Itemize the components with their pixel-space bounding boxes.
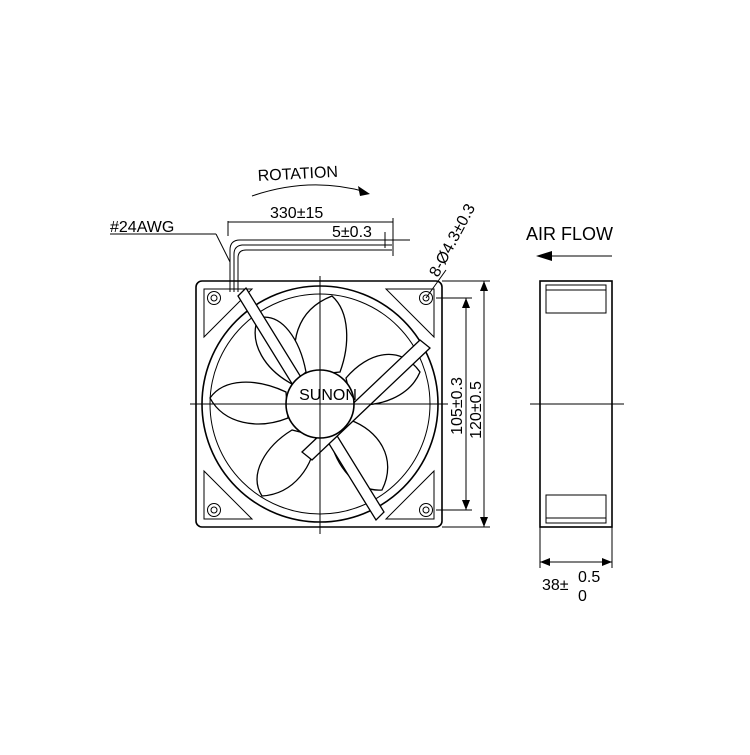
wire-leader-line (215, 233, 231, 263)
side-flange-bottom (545, 494, 607, 524)
dim-arrowhead (462, 298, 470, 308)
corner-pocket (203, 469, 254, 520)
hole-spec-label: 8-Ø4.3±0.3 (427, 201, 480, 280)
wire (229, 239, 392, 292)
side-view: AIR FLOW 38± 0.5 0 (526, 224, 624, 605)
blade (256, 429, 317, 497)
dim-arrowhead (480, 281, 488, 291)
mounting-hole (419, 291, 433, 305)
front-view: SUNON (190, 276, 448, 534)
frame-size-label: 120±0.5 (468, 381, 485, 439)
thickness-label: 38± (542, 577, 569, 594)
lead-wires (110, 218, 410, 292)
dim-arrowhead (462, 500, 470, 510)
rotation-arrowhead (358, 186, 370, 196)
hole-leader-line (425, 269, 447, 299)
mounting-hole-inner (422, 294, 430, 302)
vertical-dimensions: 105±0.3 120±0.5 (436, 280, 490, 528)
corner-pocket (384, 469, 435, 520)
hole-pitch-label: 105±0.3 (449, 377, 466, 435)
mounting-hole (207, 291, 221, 305)
dim-arrowhead (480, 517, 488, 527)
dim-arrowhead (540, 558, 550, 566)
brand-label: SUNON (299, 387, 357, 404)
mounting-hole-inner (422, 506, 430, 514)
rotation-arc (251, 184, 367, 197)
mounting-hole (419, 503, 433, 517)
mounting-holes (207, 291, 433, 517)
wire (237, 249, 392, 292)
wire (233, 244, 392, 292)
corner-pocket (203, 288, 254, 339)
lead-length-label: 330±15 (270, 205, 323, 222)
airflow-label: AIR FLOW (526, 224, 613, 244)
corner-pocket (384, 288, 435, 339)
wire-gauge-label: #24AWG (110, 219, 174, 236)
airflow-arrowhead (536, 251, 552, 261)
rotation-indicator: ROTATION (251, 164, 370, 197)
strip-length-label: 5±0.3 (332, 224, 372, 241)
mounting-hole-inner (210, 294, 218, 302)
thickness-tolerance-upper: 0.5 (578, 569, 600, 586)
mounting-hole-inner (210, 506, 218, 514)
side-flange-top (545, 284, 607, 314)
thickness-tolerance-lower: 0 (578, 588, 587, 605)
dim-arrowhead (602, 558, 612, 566)
blade (209, 381, 289, 425)
mounting-hole (207, 503, 221, 517)
rotation-label: ROTATION (257, 164, 338, 185)
